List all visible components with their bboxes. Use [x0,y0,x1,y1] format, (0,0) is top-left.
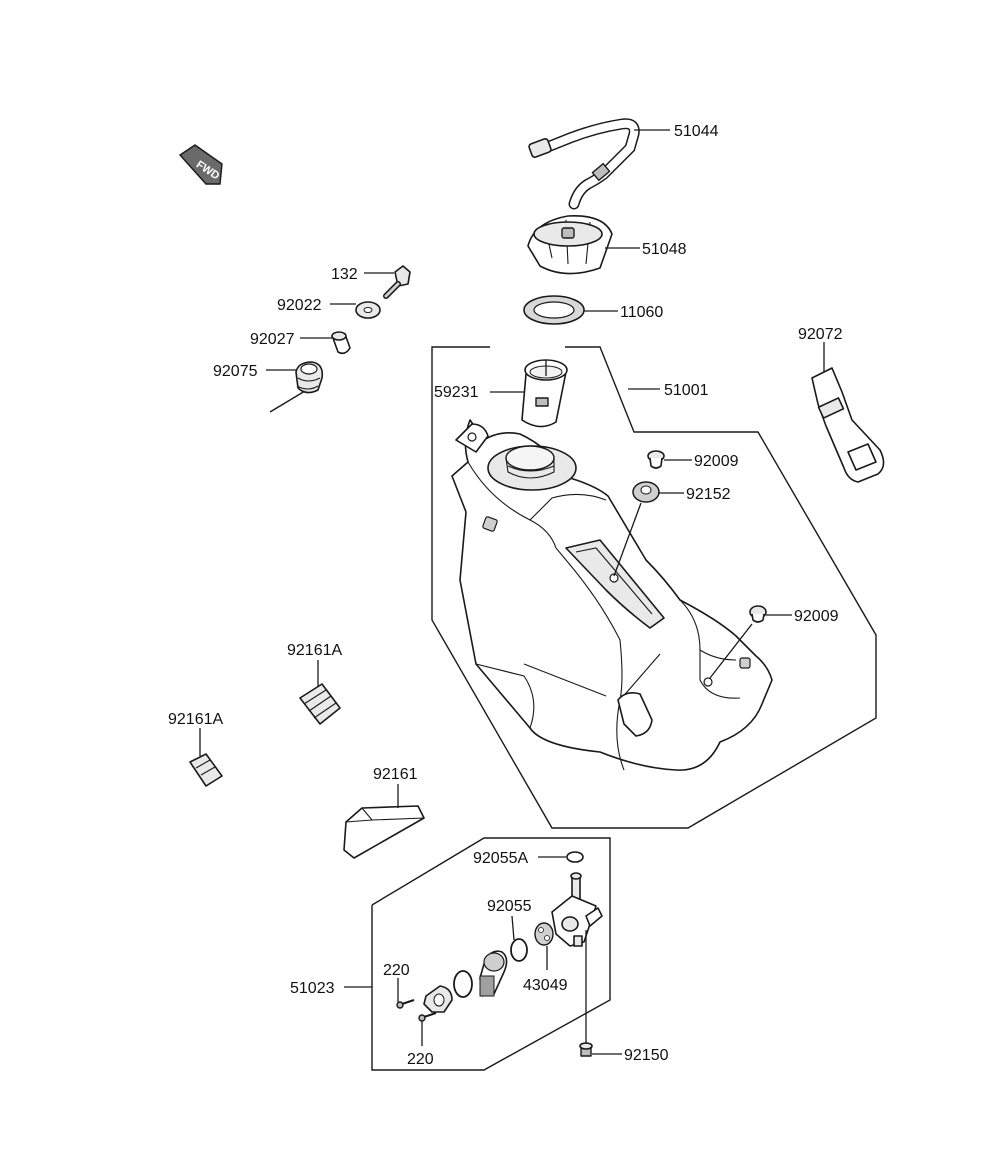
part-label-92027: 92027 [250,331,295,348]
part-label-92161: 92161 [373,766,418,783]
fuel-strainer-part [479,950,508,997]
screw-upper-part [396,999,415,1009]
part-label-51044: 51044 [674,123,719,140]
washer-part [355,301,381,319]
part-label-92022: 92022 [277,297,322,314]
part-label-51023: 51023 [290,980,335,997]
tank-assembly-bracket [431,346,877,829]
oring-92055-part [510,938,528,962]
part-label-92072: 92072 [798,326,843,343]
cap-gasket-part [523,295,585,325]
part-label-92161A-lower: 92161A [168,711,223,728]
part-label-92055: 92055 [487,898,532,915]
part-label-11060: 11060 [620,304,663,321]
leader-92055 [511,915,515,941]
part-label-43049: 43049 [523,977,568,994]
screw-92150-part [579,1042,593,1057]
fuel-cock-assembly-bracket [371,837,611,1071]
oring-92055a-part [566,851,584,863]
fuel-tank-part [451,419,773,771]
part-label-132: 132 [331,266,358,283]
grommet-part [632,481,660,503]
oring-large-part [453,970,473,998]
collar-part [331,331,351,355]
fwd-arrow-icon: FWD [178,144,223,185]
part-label-51048: 51048 [642,241,687,258]
cock-plate-part [423,985,453,1013]
pad-92161-part [343,805,425,859]
part-label-92055A: 92055A [473,850,528,867]
fuel-cock-part [551,872,603,947]
leader-92009-lower-tank [709,623,753,679]
part-label-59231: 59231 [434,384,479,401]
part-label-92075: 92075 [213,363,258,380]
tank-strap-part [811,367,885,483]
plug-upper-part [647,450,665,469]
gasket-43049-part [534,922,554,946]
plug-lower-part [749,605,767,623]
fuel-cap-part [527,215,613,275]
pad-92161a-lower-part [189,753,223,787]
part-label-220-lower: 220 [407,1051,434,1068]
screw-lower-part [418,1012,437,1022]
bolt-part [383,265,411,299]
leader-92152-tank [613,502,642,577]
fuel-hose-part [528,118,640,210]
pad-92161a-upper-part [299,683,341,725]
part-label-92009-lower: 92009 [794,608,839,625]
part-label-92161A-upper: 92161A [287,642,342,659]
part-label-92152: 92152 [686,486,731,503]
part-label-220-upper: 220 [383,962,410,979]
part-label-51001: 51001 [664,382,709,399]
filler-neck-part [521,359,568,428]
mount-hardware-bracket [269,390,306,413]
part-label-92009-upper: 92009 [694,453,739,470]
damper-part [295,361,324,394]
part-label-92150: 92150 [624,1047,669,1064]
